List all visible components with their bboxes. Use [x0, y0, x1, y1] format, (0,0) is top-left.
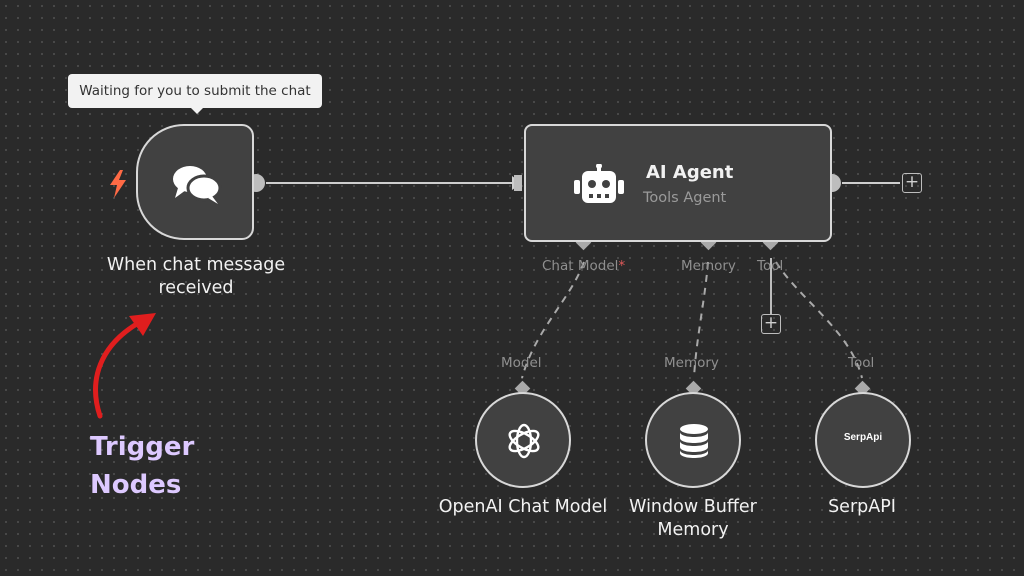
annotation-line1: Trigger — [90, 432, 195, 462]
chat-model-port-label: Chat Model* — [542, 258, 625, 274]
tool-connection — [775, 261, 863, 379]
serpapi-logo: SerpApi — [843, 432, 883, 443]
annotation-arrowhead — [129, 313, 156, 336]
memory-label-line1: Window Buffer — [629, 497, 757, 517]
window-buffer-memory-label: Window Buffer Memory — [606, 496, 780, 542]
trigger-bolt-icon — [110, 170, 126, 198]
annotation-line2: Nodes — [90, 470, 182, 500]
memory-input-label: Memory — [664, 355, 719, 371]
add-tool-button[interactable]: + — [761, 314, 781, 334]
tool-port-label: Tool — [757, 258, 784, 274]
trigger-label-line2: received — [158, 278, 234, 298]
chat-model-port-text: Chat Model — [542, 258, 619, 274]
openai-chat-model-label: OpenAI Chat Model — [438, 497, 608, 517]
openai-icon — [508, 423, 540, 459]
tool-input-label: Tool — [848, 355, 875, 371]
robot-icon — [574, 164, 624, 203]
openai-chat-model-node[interactable] — [475, 392, 571, 488]
trigger-nodes-annotation: Trigger Nodes — [90, 428, 194, 504]
trigger-node-label: When chat message received — [96, 254, 296, 300]
status-tooltip: Waiting for you to submit the chat — [68, 74, 322, 114]
memory-port-label: Memory — [681, 258, 736, 274]
model-connection — [521, 261, 585, 379]
window-buffer-memory-node[interactable] — [645, 392, 741, 488]
required-marker: * — [618, 258, 626, 274]
trigger-label-line1: When chat message — [106, 255, 286, 275]
chat-bubbles-icon — [173, 166, 222, 204]
memory-connection — [693, 261, 709, 379]
agent-subtitle: Tools Agent — [643, 190, 727, 206]
ai-agent-node[interactable]: AI Agent Tools Agent — [524, 124, 832, 242]
serpapi-label: SerpAPI — [828, 497, 896, 517]
agent-title: AI Agent — [646, 162, 734, 183]
annotation-arrow — [93, 319, 143, 419]
add-node-button[interactable]: + — [902, 173, 922, 193]
chat-trigger-node[interactable] — [136, 124, 254, 240]
model-input-label: Model — [501, 355, 542, 371]
agent-input-handle — [514, 175, 522, 191]
serpapi-node[interactable]: SerpApi — [815, 392, 911, 488]
database-icon — [680, 424, 708, 458]
memory-label-line2: Memory — [657, 520, 729, 540]
